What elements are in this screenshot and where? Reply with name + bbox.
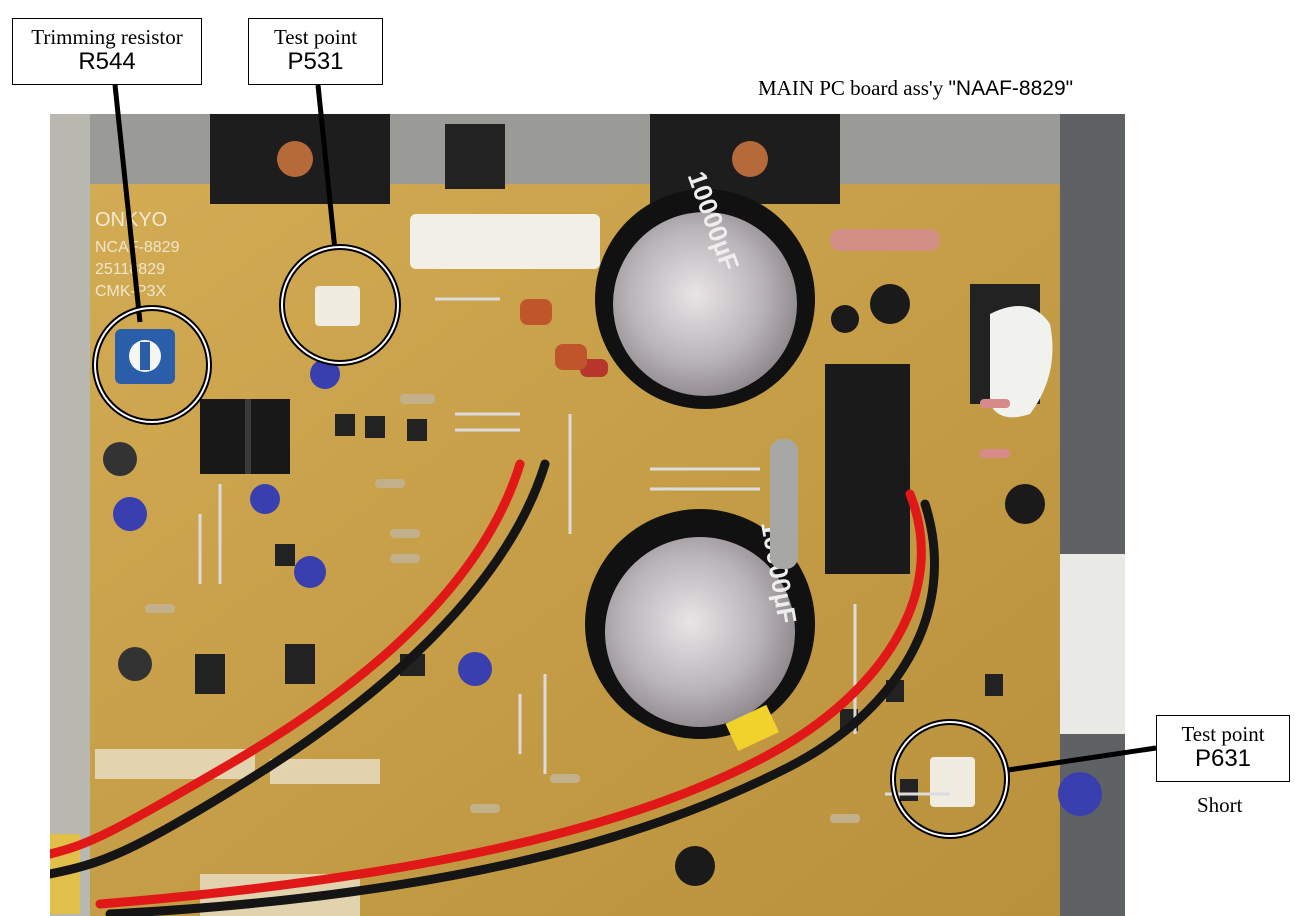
silkscreen-brand: ONKYO: [95, 209, 167, 231]
label-test-point-p631: Test point P631: [1156, 715, 1290, 782]
pcb-photo: ONKYO NCAF-8829 25118829 CMK-P3X 10000µF…: [50, 114, 1125, 916]
wire-black-1: [50, 459, 550, 879]
label-trimming-resistor-r544: Trimming resistor R544: [12, 18, 202, 85]
power-transistor-middle: [445, 124, 505, 189]
wire-black-2: [105, 499, 939, 916]
wire-red-1: [50, 459, 525, 859]
silkscreen-board-no: NCAF-8829: [95, 239, 180, 256]
test-point-p531-connector: [315, 286, 360, 326]
trimming-resistor-r544: [115, 329, 175, 384]
test-point-p631-connector: [930, 757, 975, 807]
silkscreen-model: CMK-P3X: [95, 283, 166, 300]
silkscreen-part-no: 25118829: [95, 261, 165, 278]
label-ref: P531: [287, 48, 344, 75]
power-transistor-left: [210, 114, 390, 204]
board-caption-code: "NAAF-8829": [948, 77, 1074, 100]
short-note: Short: [1197, 793, 1243, 817]
label-title: Trimming resistor: [31, 25, 183, 49]
filter-capacitor-upper: 10000µF: [595, 167, 815, 409]
label-title: Test point: [1181, 722, 1265, 746]
label-test-point-p531: Test point P531: [248, 18, 383, 85]
label-title: Test point: [273, 25, 358, 49]
filter-capacitor-lower: 10000µF: [585, 509, 815, 739]
label-ref: P631: [1194, 745, 1252, 772]
bridge-rectifier: [825, 364, 910, 574]
header-j302: [270, 759, 380, 784]
wire-red-2: [95, 489, 926, 909]
jumper-wires: [198, 297, 950, 796]
board-caption-prefix: MAIN PC board ass'y: [758, 76, 949, 100]
small-capacitors: [103, 284, 1102, 886]
yellow-sleeve: [725, 704, 779, 752]
axial-resistors: [145, 229, 1010, 823]
main-wires: [50, 459, 939, 916]
label-ref: R544: [78, 48, 136, 75]
power-transistor-right: [650, 114, 840, 204]
board-caption: MAIN PC board ass'y "NAAF-8829": [758, 76, 1073, 101]
cement-resistor: [410, 214, 600, 269]
